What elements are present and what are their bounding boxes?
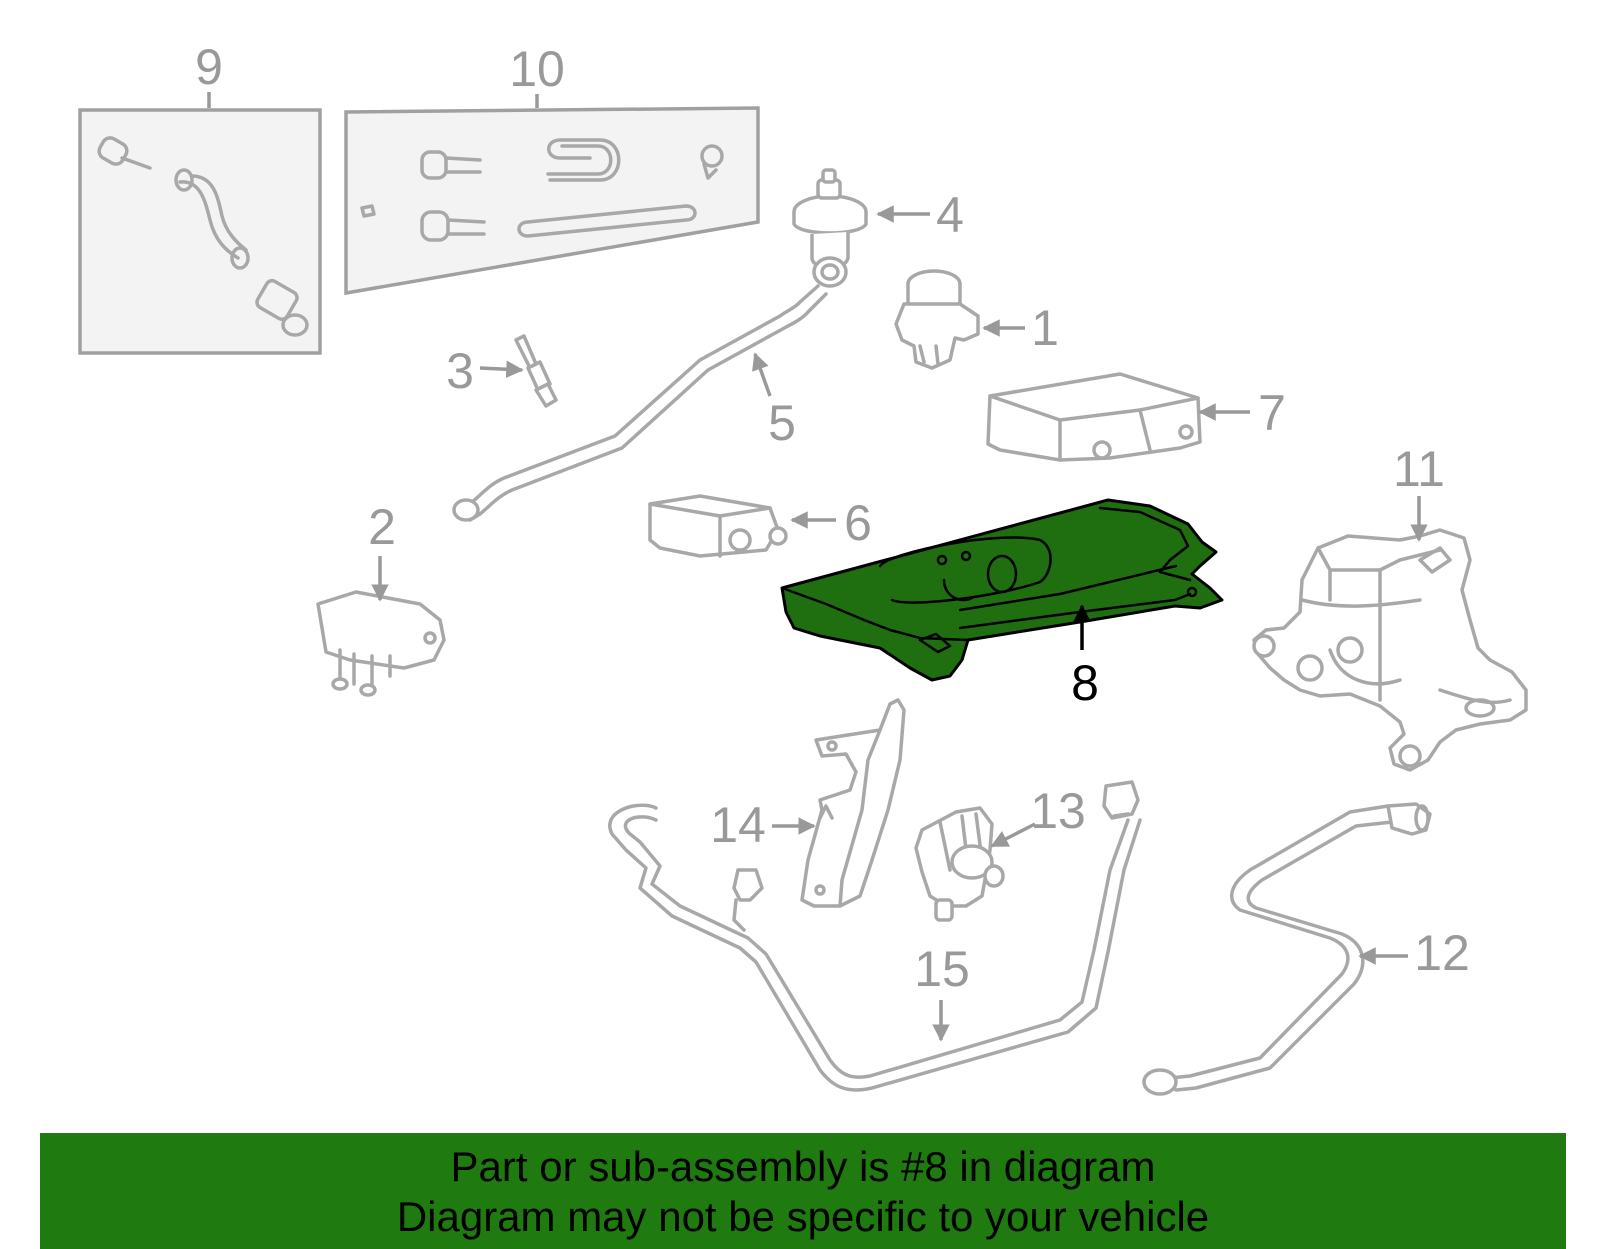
banner-line-part-number: Part or sub-assembly is #8 in diagram xyxy=(450,1143,1156,1190)
callout-13: 13 xyxy=(1030,783,1086,839)
callout-3: 3 xyxy=(446,343,474,399)
part-4-egr-valve[interactable] xyxy=(792,168,868,288)
part-12-hose[interactable] xyxy=(1142,802,1432,1096)
part-2-pressure-sensor[interactable] xyxy=(316,590,446,697)
part-5-egr-tube[interactable] xyxy=(452,284,828,522)
callout-15: 15 xyxy=(914,941,970,997)
callout-1: 1 xyxy=(1031,300,1059,356)
callout-6: 6 xyxy=(844,495,872,551)
callout-10: 10 xyxy=(509,41,565,97)
part-14-bracket[interactable] xyxy=(800,698,906,908)
callout-4: 4 xyxy=(936,187,964,243)
callout-5: 5 xyxy=(768,395,796,451)
callout-14: 14 xyxy=(710,797,766,853)
part-1-vacuum-solenoid[interactable] xyxy=(894,269,980,370)
callout-8-highlighted: 8 xyxy=(1071,655,1099,711)
callout-12: 12 xyxy=(1414,925,1470,981)
part-11-canister-assembly[interactable] xyxy=(1252,528,1528,772)
info-banner: Part or sub-assembly is #8 in diagram Di… xyxy=(40,1133,1566,1249)
part-7-vapor-canister[interactable] xyxy=(986,372,1202,462)
part-9-hose-kit[interactable] xyxy=(78,92,322,355)
part-6-canister[interactable] xyxy=(648,494,788,558)
part-10-vacuum-hose-kit[interactable] xyxy=(344,94,760,296)
part-3-sensor[interactable] xyxy=(514,334,558,408)
callout-9: 9 xyxy=(195,39,223,95)
part-15-vacuum-hose[interactable] xyxy=(608,780,1142,1092)
part-13-vacuum-regulator[interactable] xyxy=(914,806,1005,922)
part-8-highlighted-bracket[interactable] xyxy=(780,498,1224,682)
banner-line-disclaimer: Diagram may not be specific to your vehi… xyxy=(396,1193,1210,1240)
callout-2: 2 xyxy=(368,499,396,555)
callout-7: 7 xyxy=(1258,385,1286,441)
callout-11: 11 xyxy=(1393,441,1445,497)
